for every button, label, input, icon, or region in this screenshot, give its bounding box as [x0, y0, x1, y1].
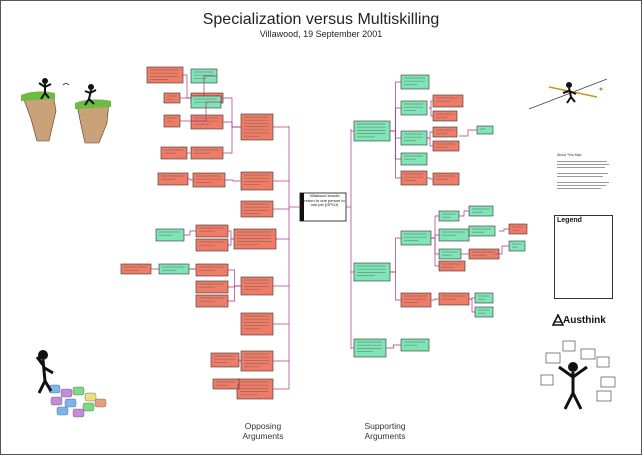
reason-box — [474, 292, 494, 304]
map-link — [429, 107, 433, 117]
map-link — [183, 74, 191, 99]
objection-box — [146, 66, 184, 84]
map-link — [191, 101, 221, 122]
map-link — [188, 178, 193, 181]
map-link — [228, 285, 241, 302]
objection-box — [212, 378, 240, 390]
objection-box — [240, 200, 274, 218]
objection-box — [400, 292, 432, 308]
about-text-line — [557, 161, 607, 162]
reason-box — [468, 205, 494, 217]
map-link — [431, 237, 439, 267]
about-text-line — [557, 173, 608, 174]
map-link — [223, 121, 241, 128]
reason-box — [474, 306, 494, 318]
supporting-arguments-label: Supporting Arguments — [364, 421, 406, 441]
objection-box — [432, 140, 460, 152]
reason-box — [400, 100, 428, 116]
brand-name: Austhink — [563, 315, 606, 326]
map-link — [390, 237, 401, 273]
map-link — [390, 271, 401, 301]
page-subtitle: Villawood, 19 September 2001 — [259, 29, 383, 39]
objection-box — [508, 223, 528, 235]
reason-box — [400, 230, 432, 246]
legend-box — [554, 215, 613, 299]
map-link — [459, 129, 477, 137]
objection-box — [163, 92, 181, 104]
about-text-line — [557, 182, 609, 183]
map-link — [223, 126, 241, 154]
reason-box — [508, 240, 526, 252]
about-text-line — [557, 188, 601, 189]
about-text-line — [557, 164, 609, 165]
objection-box — [468, 248, 500, 260]
objection-box — [120, 263, 152, 275]
map-link — [495, 245, 509, 255]
map-link — [237, 383, 239, 390]
central-claim-marker — [300, 193, 304, 221]
map-link — [390, 107, 401, 132]
map-link — [228, 269, 241, 287]
opposing-arguments-label: Opposing Arguments — [242, 421, 284, 441]
objection-box — [438, 260, 466, 272]
central-claim-text: Villawood should return to one person to… — [304, 194, 345, 208]
map-link — [499, 228, 509, 232]
reason-box — [438, 248, 462, 260]
map-link — [431, 298, 439, 301]
reason-box — [158, 263, 190, 275]
map-link — [386, 344, 401, 349]
objection-box — [210, 352, 240, 368]
map-link — [427, 137, 433, 147]
objection-box — [400, 170, 428, 186]
reason-box — [476, 125, 494, 135]
map-link — [225, 179, 241, 182]
reason-box — [400, 74, 430, 90]
legend-title: Legend — [557, 217, 582, 224]
page-title: Specialization versus Multiskilling — [202, 11, 440, 28]
puzzle-thinker-illustration — [35, 350, 107, 418]
reason-box — [438, 210, 460, 222]
objection-box — [190, 114, 224, 130]
about-title: About This Map — [557, 153, 582, 157]
about-text-line — [557, 185, 606, 186]
central-claim-text-container: Villawood should return to one person to… — [304, 194, 345, 208]
map-link — [239, 359, 241, 362]
about-text-line — [557, 167, 605, 168]
cliff-jumper-illustration — [21, 78, 111, 144]
map-link — [228, 230, 234, 240]
map-link — [184, 230, 196, 236]
objection-box — [240, 113, 274, 141]
objection-box — [432, 110, 458, 122]
map-link — [427, 131, 433, 139]
map-link — [390, 130, 401, 179]
map-link — [459, 210, 469, 217]
map-link — [469, 298, 475, 313]
map-link — [429, 100, 433, 109]
objection-box — [432, 126, 458, 138]
map-link — [431, 234, 439, 239]
paper-juggler-illustration — [540, 340, 616, 410]
tightrope-walker-illustration — [528, 78, 608, 110]
map-link — [427, 177, 433, 180]
reason-box — [468, 225, 496, 237]
map-link — [228, 238, 234, 246]
austhink-logo-icon — [552, 314, 564, 326]
about-text-line — [557, 176, 603, 177]
reason-box — [400, 130, 428, 146]
objection-box — [192, 172, 226, 188]
